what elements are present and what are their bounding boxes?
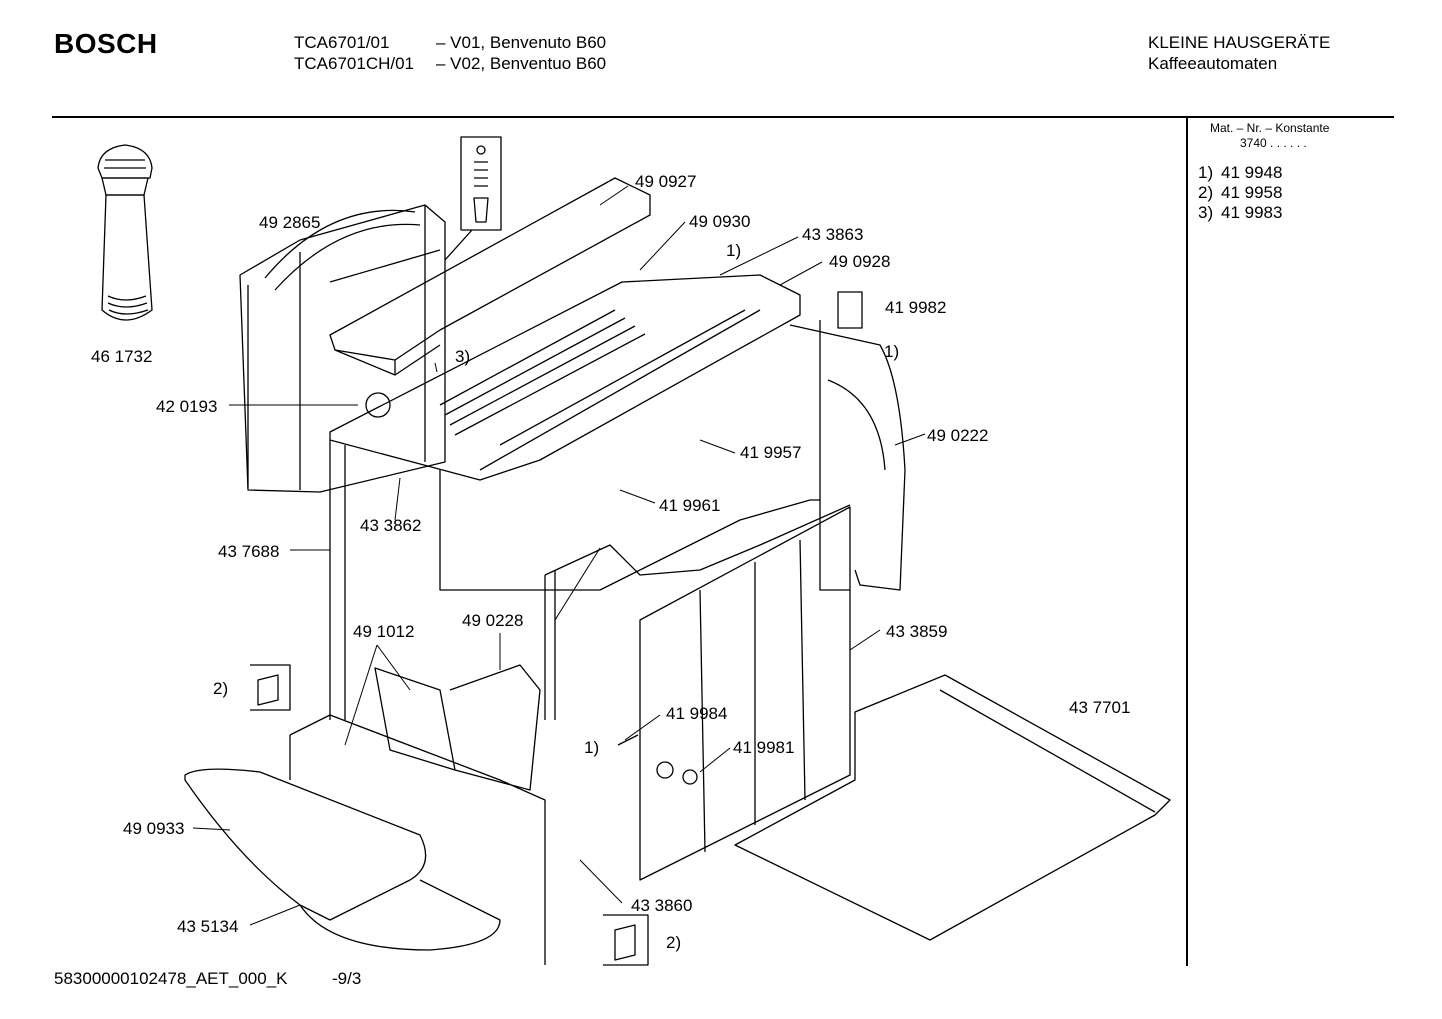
part-label-419961: 41 9961	[659, 496, 720, 515]
part-label-490933: 49 0933	[123, 819, 184, 838]
part-label-490930: 49 0930	[689, 212, 750, 231]
leader-lines	[192, 185, 926, 926]
header-divider	[52, 116, 1394, 118]
door-panel	[639, 506, 851, 881]
part-label-433859: 43 3859	[886, 622, 947, 641]
part-label-433863: 43 3863	[802, 225, 863, 244]
part-label-435134: 43 5134	[177, 917, 238, 936]
part-label-420193: 42 0193	[156, 397, 217, 416]
clip-parts	[250, 291, 863, 966]
part-label-490927: 49 0927	[635, 172, 696, 191]
note-value-3: 41 9983	[1221, 203, 1283, 222]
note-callout-3: 3)	[455, 347, 470, 366]
model-desc-1: – V01, Benvenuto B60	[436, 33, 607, 52]
page-number: -9/3	[332, 969, 362, 988]
model-desc-2: – V02, Benventuo B60	[436, 54, 607, 73]
water-filter-cartridge	[97, 144, 153, 321]
grounds-container	[374, 664, 541, 791]
note-value-2: 41 9958	[1221, 183, 1283, 202]
note-callout-1b: 1)	[884, 342, 899, 361]
model-code-2: TCA6701CH/01	[294, 54, 415, 73]
part-label-419982: 41 9982	[885, 298, 946, 317]
side-panel-right	[789, 324, 906, 591]
part-label-491012: 49 1012	[353, 622, 414, 641]
part-label-461732: 46 1732	[91, 347, 152, 366]
note-callout-1c: 1)	[584, 738, 599, 757]
part-label-490228: 49 0228	[462, 611, 523, 630]
bottom-plate	[734, 674, 1171, 941]
note-key-2: 2)	[1198, 183, 1214, 202]
part-label-433862: 43 3862	[360, 516, 421, 535]
part-label-490928: 49 0928	[829, 252, 890, 271]
valve-assembly	[444, 136, 502, 261]
document-id: 58300000102478_AET_000_K	[54, 969, 288, 988]
brand-logo: BOSCH	[54, 28, 158, 59]
main-body-frame	[329, 320, 851, 720]
part-label-433860: 43 3860	[631, 896, 692, 915]
part-label-419981: 41 9981	[733, 738, 794, 757]
part-label-419984: 41 9984	[666, 704, 727, 723]
cover-lid	[329, 177, 651, 376]
part-label-419957: 41 9957	[740, 443, 801, 462]
water-tank	[239, 204, 446, 493]
side-panel-constant: 3740 . . . . . .	[1240, 136, 1307, 150]
note-callout-2b: 2)	[666, 933, 681, 952]
part-label-437701: 43 7701	[1069, 698, 1130, 717]
note-callout-2a: 2)	[213, 679, 228, 698]
note-key-3: 3)	[1198, 203, 1214, 222]
part-label-437688: 43 7688	[218, 542, 279, 561]
subcategory-title: Kaffeeautomaten	[1148, 54, 1278, 73]
part-label-492865: 49 2865	[259, 213, 320, 232]
side-panel-divider	[1186, 116, 1188, 966]
model-code-1: TCA6701/01	[294, 33, 390, 52]
category-title: KLEINE HAUSGERÄTE	[1148, 33, 1331, 52]
top-plate	[329, 274, 801, 481]
note-key-1: 1)	[1198, 163, 1214, 182]
side-panel-title: Mat. – Nr. – Konstante	[1210, 121, 1330, 135]
part-label-490222: 49 0222	[927, 426, 988, 445]
note-callout-1a: 1)	[726, 241, 741, 260]
note-value-1: 41 9948	[1221, 163, 1283, 182]
drip-tray	[184, 714, 546, 965]
